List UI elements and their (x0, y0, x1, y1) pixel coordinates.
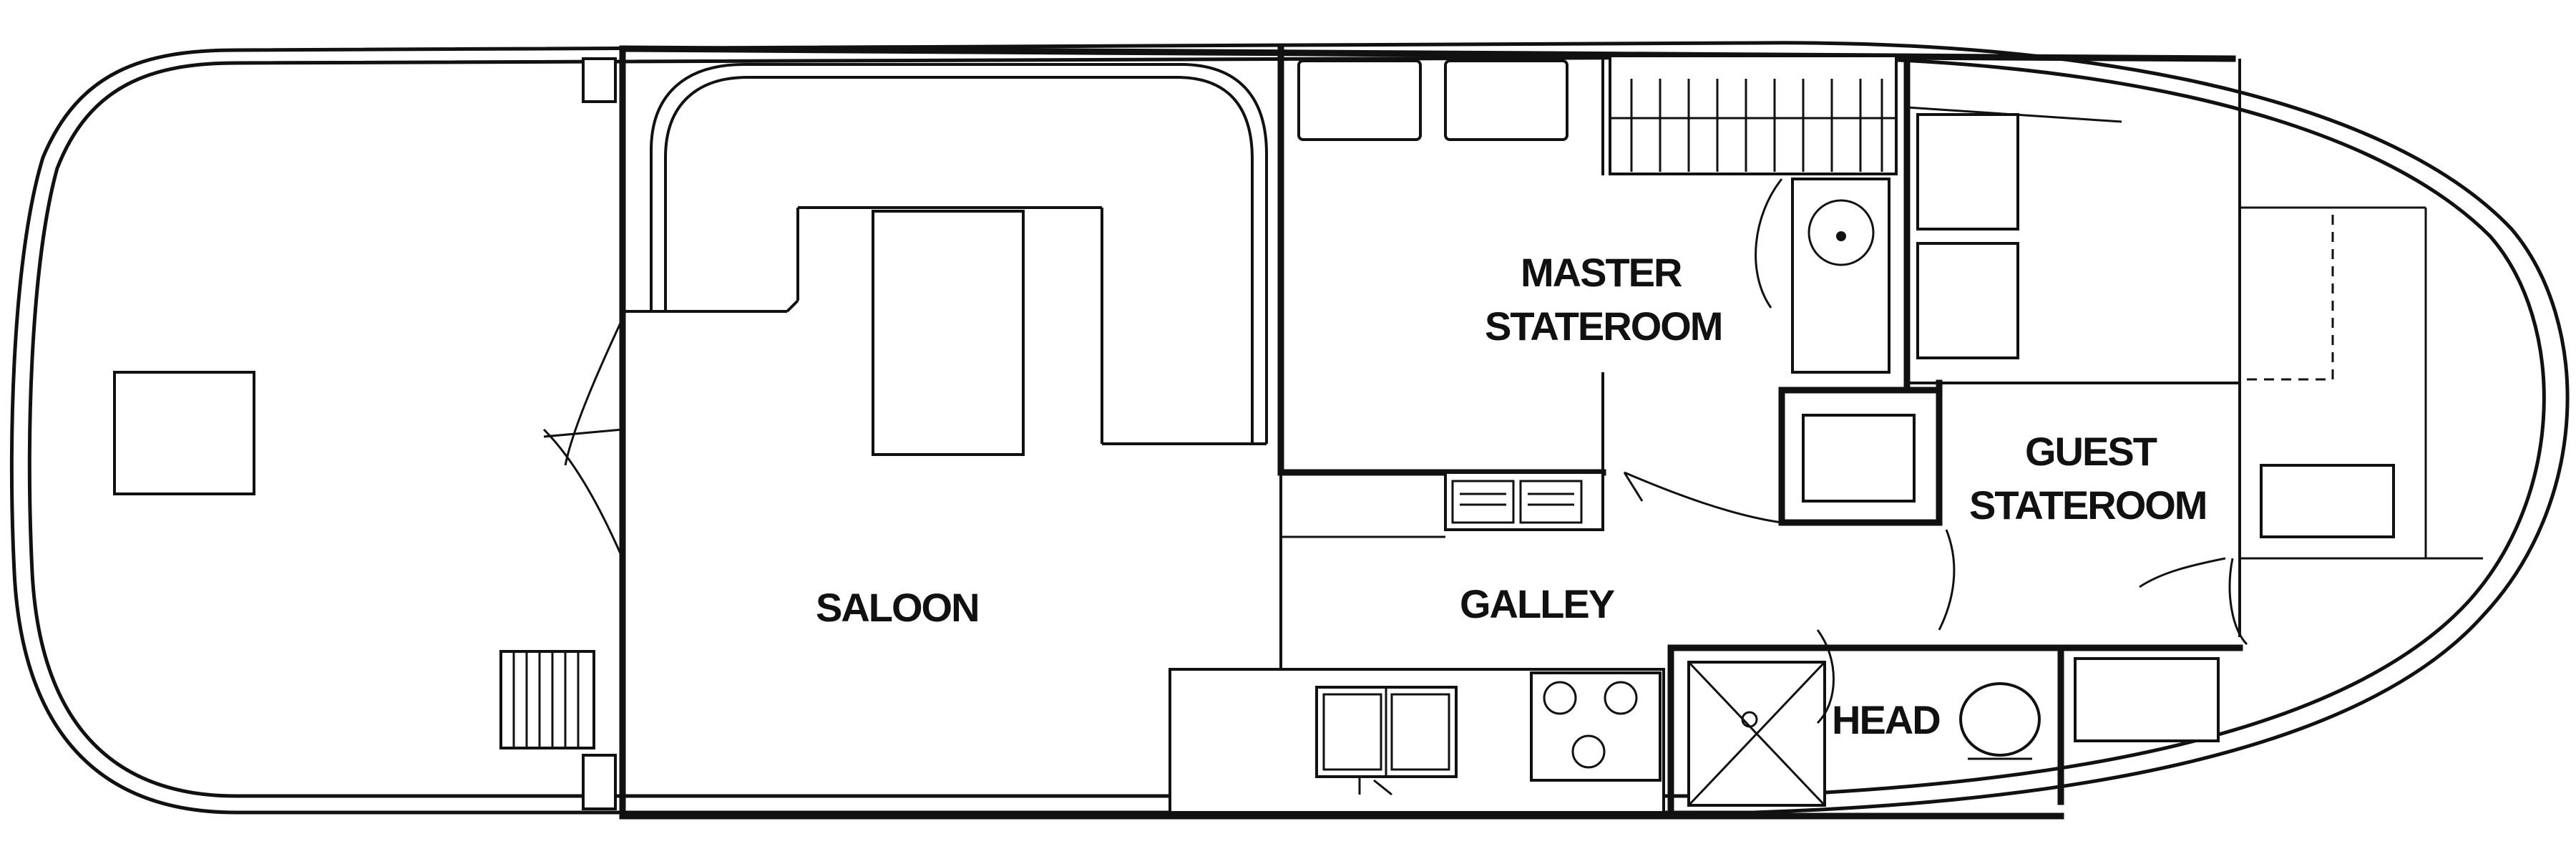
guest-locker-bottom (1916, 242, 2019, 359)
galley-sink (1315, 686, 1458, 796)
galley-stove (1530, 671, 1662, 782)
guest-door-swing (1938, 529, 1956, 631)
saloon-label: SALOON (816, 585, 979, 630)
galley-label: GALLEY (1460, 581, 1615, 626)
guest-door-swing-2 (2139, 557, 2226, 588)
vanity-door-swing (1755, 178, 1783, 309)
guest-stateroom-walls (1903, 55, 2243, 651)
saloon-table (872, 210, 1025, 456)
guest-locker-top (1916, 113, 2019, 230)
galley-drawers (1451, 480, 1583, 524)
guest-label-line2: STATEROOM (1969, 482, 2206, 528)
saloon-settee (623, 63, 1268, 445)
aft-door-swing (542, 318, 624, 559)
master-label-line2: STATEROOM (1485, 304, 1722, 349)
head-toilet (1959, 682, 2041, 757)
forward-locker (2074, 657, 2220, 742)
master-door-leaf (1623, 472, 1644, 502)
companionway (1778, 387, 1943, 526)
master-label-line1: MASTER (1521, 250, 1682, 295)
guest-label-line1: GUEST (2025, 429, 2157, 474)
hull-outer (9, 41, 2570, 815)
deck-post-top (582, 57, 617, 103)
hull-inner (27, 55, 2546, 798)
master-locker-right (1444, 59, 1568, 141)
head-label: HEAD (1832, 697, 1940, 742)
boarding-ladder (499, 650, 595, 749)
forward-door-swing (2228, 558, 2248, 646)
guest-shelf (1906, 106, 2122, 123)
master-door-swing (1624, 471, 1782, 524)
aft-hatch (113, 371, 255, 495)
head-door-swing (1816, 629, 1835, 724)
cabin-walls (619, 45, 2236, 820)
head-shower (1687, 661, 1826, 807)
hanging-locker (1609, 54, 1898, 175)
deck-post-bottom (582, 754, 617, 810)
head-walls (1667, 644, 2064, 820)
forward-berth (2240, 206, 2483, 560)
master-locker-left (1297, 59, 1422, 141)
